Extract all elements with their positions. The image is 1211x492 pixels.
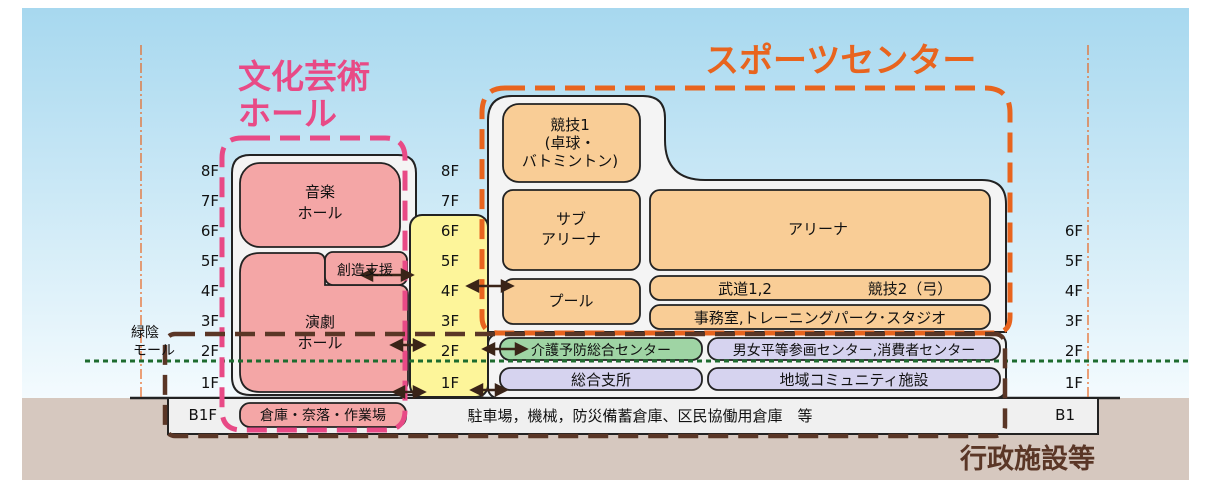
community-room xyxy=(707,367,1001,391)
admin-label: 行政施設等 xyxy=(959,443,1095,475)
floor-label: 1F xyxy=(201,374,219,392)
culture-zone-outline xyxy=(219,135,408,433)
floor-label: 3F xyxy=(1065,312,1083,330)
culture-hall-label-line1: 文化芸術 xyxy=(238,57,370,96)
music-hall-label-line2: ホール xyxy=(297,204,342,222)
parking-label: 駐車場，機械，防災備蓄倉庫、区民協働用倉庫 等 xyxy=(467,407,812,425)
left-floor-labels: 8F 7F 6F 5F 4F 3F 2F 1F B1F xyxy=(189,162,219,424)
arena-room xyxy=(649,189,991,271)
floor-label: 1F xyxy=(1065,374,1083,392)
floor-label: 4F xyxy=(1065,282,1083,300)
budo-room xyxy=(649,275,991,301)
sports-center-label: スポーツセンター xyxy=(705,41,976,81)
theater-hall-label-line1: 演劇 xyxy=(305,313,335,331)
culture-hall-label-line2: ホール xyxy=(238,94,337,133)
creative-support-label: 創造支援 xyxy=(337,263,393,279)
care-center-label: 介護予防総合センター xyxy=(531,343,671,359)
competition1-label-line1: 競技1 xyxy=(550,116,590,134)
floor-label: 2F xyxy=(1065,342,1083,360)
middle-floor-labels: 8F 7F 6F 5F 4F 3F 2F 1F xyxy=(441,162,459,392)
floor-label: 2F xyxy=(201,342,219,360)
floor-label: 1F xyxy=(441,374,459,392)
floor-label: B1 xyxy=(1055,406,1075,424)
competition1-label-line3: バトミントン) xyxy=(522,152,618,170)
budo-label: 武道1,2 xyxy=(718,280,772,298)
branch-office-room xyxy=(499,367,703,391)
floor-label: 6F xyxy=(1065,222,1083,240)
floor-label: 8F xyxy=(441,162,459,180)
storage-label: 倉庫・奈落・作業場 xyxy=(260,407,386,424)
floor-label: B1F xyxy=(189,406,217,424)
equality-center-label: 男女平等参画センター,消費者センター xyxy=(733,342,975,359)
right-floor-labels: 6F 5F 4F 3F 2F 1F B1 xyxy=(1055,222,1083,424)
core-building-outline xyxy=(409,214,489,398)
music-hall-label-line1: 音楽 xyxy=(305,183,335,201)
connection-arrows xyxy=(359,267,529,400)
floor-label: 4F xyxy=(441,282,459,300)
floor-label: 2F xyxy=(441,342,459,360)
theater-hall-label-line2: ホール xyxy=(297,334,342,352)
music-hall-room xyxy=(239,162,401,248)
green-mall-label-line2: モール xyxy=(133,343,175,359)
sub-arena-label-line1: サブ xyxy=(556,210,586,228)
floor-label: 5F xyxy=(1065,252,1083,270)
sub-arena-label-line2: アリーナ xyxy=(541,230,601,248)
admin-zone-outline xyxy=(162,331,1008,439)
branch-office-label: 総合支所 xyxy=(571,371,631,389)
pool-room xyxy=(502,278,641,325)
competition1-label-line2: (卓球・ xyxy=(545,134,596,152)
floor-label: 3F xyxy=(441,312,459,330)
floor-label: 7F xyxy=(441,192,459,210)
floor-label: 7F xyxy=(201,192,219,210)
floor-label: 6F xyxy=(201,222,219,240)
competition1-room xyxy=(502,103,641,183)
competition2-label: 競技2（弓） xyxy=(868,280,953,298)
floor-label: 5F xyxy=(201,252,219,270)
green-mall-label-line1: 緑陰 xyxy=(131,325,159,341)
floor-label: 4F xyxy=(201,282,219,300)
pool-label: プール xyxy=(548,292,593,310)
community-label: 地域コミュニティ施設 xyxy=(779,371,928,389)
floor-label: 8F xyxy=(201,162,219,180)
floor-label: 3F xyxy=(201,312,219,330)
floor-label: 6F xyxy=(441,222,459,240)
office-training-label: 事務室,トレーニングパーク･スタジオ xyxy=(694,309,946,327)
arena-label: アリーナ xyxy=(788,220,848,238)
floor-label: 5F xyxy=(441,252,459,270)
office-training-room xyxy=(649,304,991,330)
sub-arena-room xyxy=(502,189,641,271)
